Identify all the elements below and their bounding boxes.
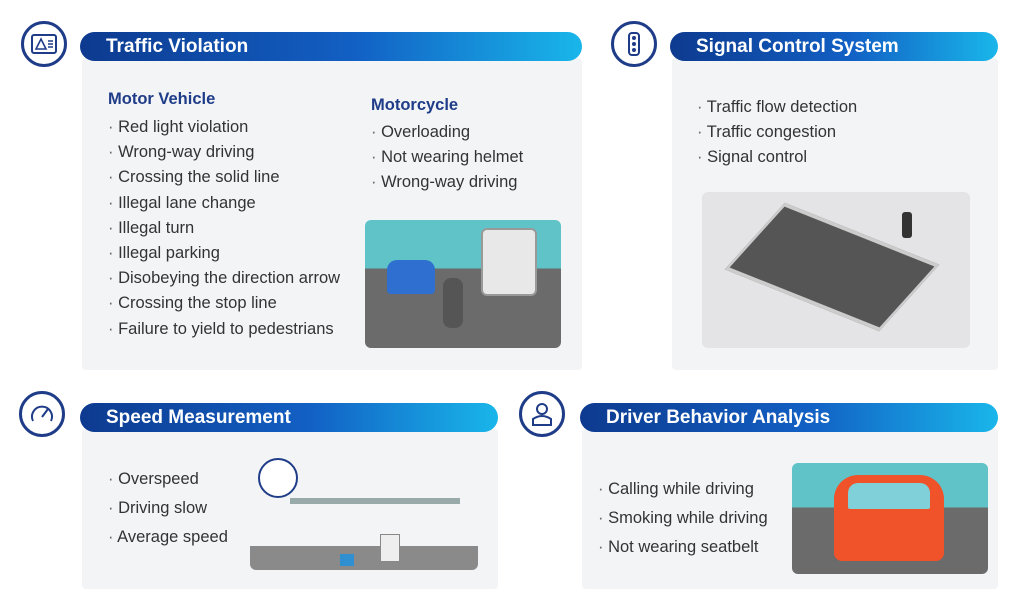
list-item: Traffic congestion	[697, 120, 857, 145]
motorcycle-heading: Motorcycle	[371, 96, 459, 114]
motor-vehicle-list: Red light violation Wrong-way driving Cr…	[108, 115, 340, 342]
windshield-illustration	[848, 483, 930, 509]
traffic-light-illustration	[902, 212, 912, 238]
list-item: Not wearing helmet	[371, 145, 523, 170]
list-item: Overspeed	[108, 465, 228, 494]
list-item: Crossing the solid line	[108, 165, 340, 190]
driver-icon	[519, 391, 565, 437]
list-item: Illegal parking	[108, 241, 340, 266]
list-item: Illegal lane change	[108, 191, 340, 216]
list-item: Signal control	[697, 145, 857, 170]
list-item: Overloading	[371, 120, 523, 145]
list-item: Wrong-way driving	[371, 170, 523, 195]
gantry-illustration	[290, 498, 460, 504]
driver-behavior-list: Calling while driving Smoking while driv…	[598, 475, 768, 562]
car-illustration	[387, 260, 435, 294]
traffic-violation-title: Traffic Violation	[80, 32, 582, 61]
motorcycle-list: Overloading Not wearing helmet Wrong-way…	[371, 120, 523, 196]
list-item: Average speed	[108, 523, 228, 552]
truck-illustration	[380, 534, 400, 562]
list-item: Traffic flow detection	[697, 95, 857, 120]
signal-control-title: Signal Control System	[670, 32, 998, 61]
road-vehicles-illustration	[365, 220, 561, 348]
list-item: Illegal turn	[108, 216, 340, 241]
driver-behavior-title: Driver Behavior Analysis	[580, 403, 998, 432]
list-item: Not wearing seatbelt	[598, 533, 768, 562]
car-illustration	[340, 554, 354, 566]
speedometer-icon	[19, 391, 65, 437]
list-item: Smoking while driving	[598, 504, 768, 533]
camera-illustration	[258, 458, 298, 498]
speed-measurement-title: Speed Measurement	[80, 403, 498, 432]
truck-illustration	[481, 228, 537, 296]
list-item: Driving slow	[108, 494, 228, 523]
list-item: Crossing the stop line	[108, 291, 340, 316]
list-item: Failure to yield to pedestrians	[108, 317, 340, 342]
list-item: Disobeying the direction arrow	[108, 266, 340, 291]
traffic-light-icon	[611, 21, 657, 67]
list-item: Calling while driving	[598, 475, 768, 504]
speed-measurement-list: Overspeed Driving slow Average speed	[108, 465, 228, 552]
traffic-congestion-illustration	[702, 192, 970, 348]
road-illustration	[250, 546, 478, 570]
motor-vehicle-heading: Motor Vehicle	[108, 90, 216, 108]
list-item: Wrong-way driving	[108, 140, 340, 165]
speed-gantry-illustration	[250, 458, 478, 570]
driver-car-illustration	[792, 463, 988, 574]
signal-control-list: Traffic flow detection Traffic congestio…	[697, 95, 857, 171]
motorcycle-illustration	[443, 278, 463, 328]
warning-card-icon	[21, 21, 67, 67]
list-item: Red light violation	[108, 115, 340, 140]
